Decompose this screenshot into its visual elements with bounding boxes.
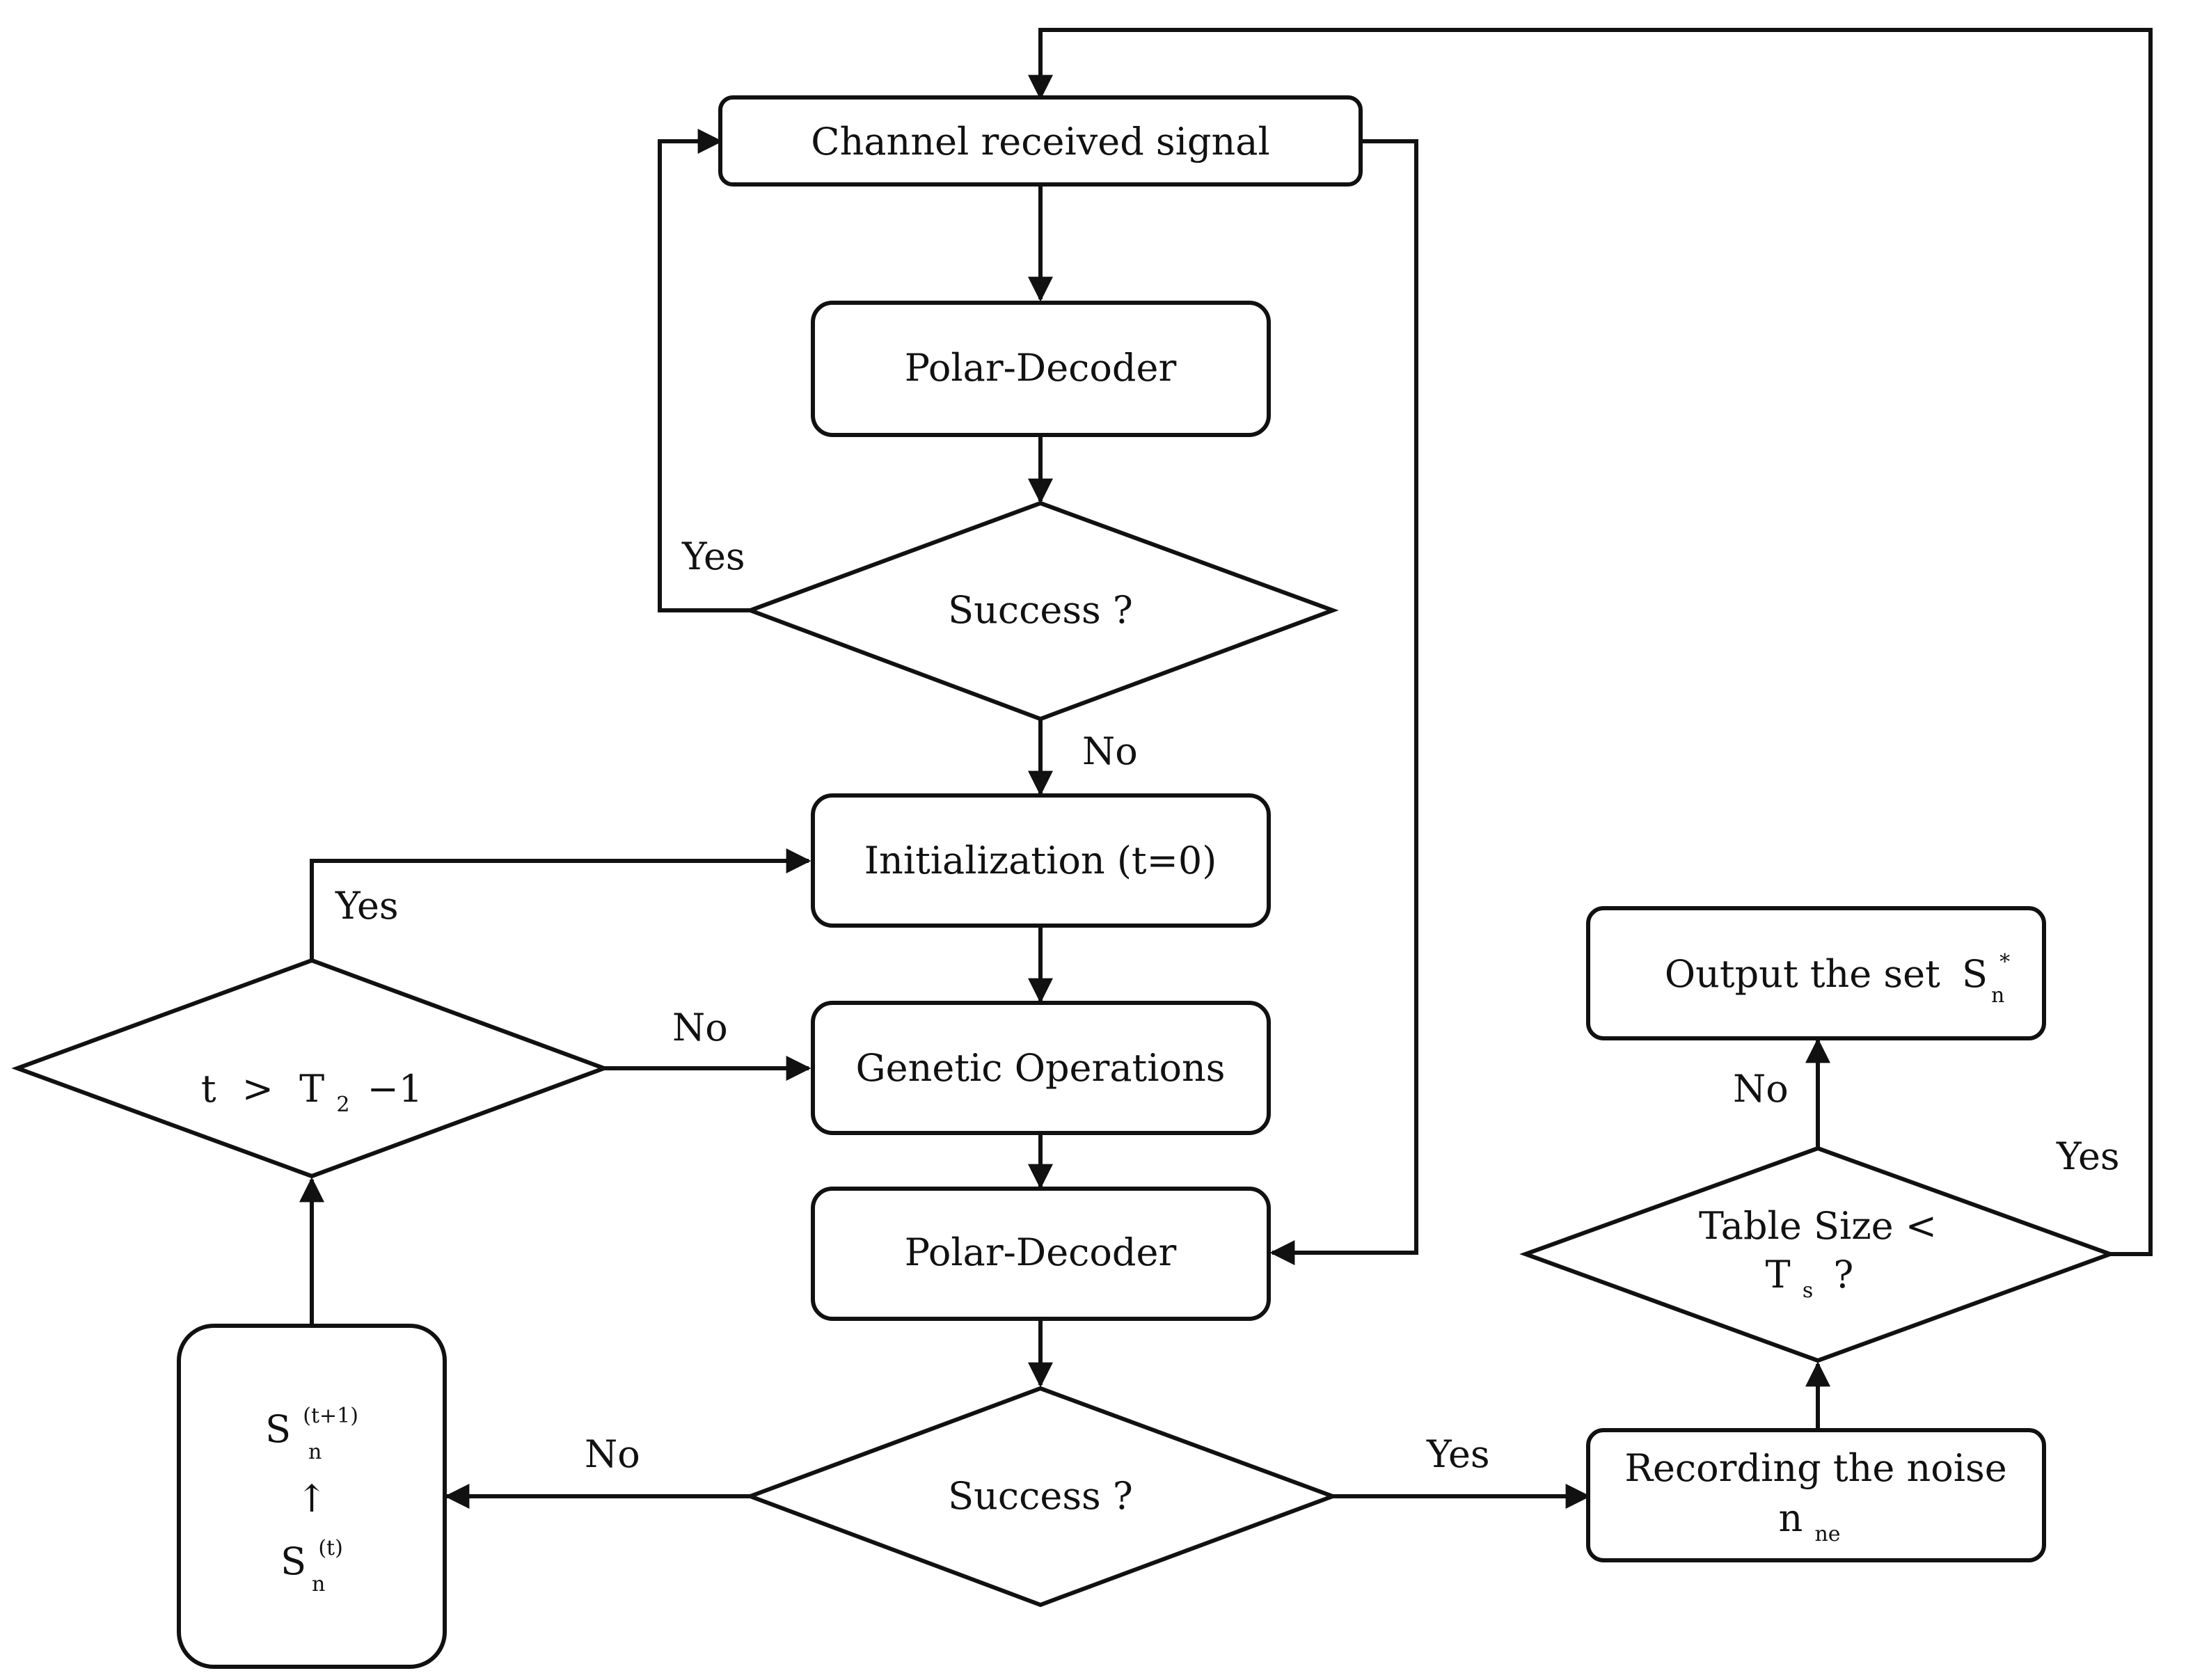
node-table-size: Table Size < T s ? [1519, 1146, 2116, 1363]
node-table-line1: Table Size < [1699, 1204, 1937, 1248]
label-threshold-no: No [672, 1006, 728, 1049]
edge-channel-to-decoder2 [1269, 139, 1418, 1265]
node-threshold: t > T 2 −1 [11, 958, 610, 1179]
label-threshold-yes: Yes [335, 884, 399, 928]
node-genetic-label: Genetic Operations [856, 1046, 1226, 1090]
node-recording-noise: Recording the noise n ne [1586, 1428, 2046, 1562]
edges [299, 28, 2153, 1509]
node-decoder2-label: Polar-Decoder [905, 1230, 1177, 1274]
node-output-label: Output the set S * [1665, 950, 2010, 996]
node-success1-label: Success ? [948, 588, 1133, 632]
node-update-top: S (t+1) [265, 1404, 358, 1451]
edge-table-yes-to-channel [1028, 28, 2153, 1256]
node-update-top-sub: n [308, 1440, 322, 1464]
node-success2-label: Success ? [948, 1474, 1133, 1518]
node-init-label: Initialization (t=0) [864, 839, 1217, 882]
node-population-update: S (t+1) n ↑ S (t) n [177, 1324, 447, 1669]
node-initialization: Initialization (t=0) [811, 793, 1271, 928]
node-table-line2: T s ? [1766, 1253, 1854, 1306]
node-update-bottom-sub: n [312, 1572, 325, 1596]
label-success2-yes: Yes [1426, 1432, 1490, 1476]
node-record-line1: Recording the noise [1624, 1446, 2006, 1490]
edge-labels: Yes No Yes No No Yes No Yes [335, 534, 2120, 1476]
label-success1-yes: Yes [681, 534, 745, 578]
node-success-2: Success ? [744, 1386, 1339, 1608]
node-update-arrow: ↑ [296, 1477, 327, 1521]
label-table-yes: Yes [2056, 1134, 2120, 1178]
node-genetic-operations: Genetic Operations [811, 1001, 1271, 1135]
node-output-sub: n [1991, 983, 2004, 1008]
edge-threshold-yes-to-init [310, 848, 811, 960]
node-channel-received-signal: Channel received signal [718, 95, 1363, 187]
node-channel-label: Channel received signal [811, 120, 1269, 164]
edge-success1-yes-to-channel [658, 129, 750, 612]
label-table-no: No [1733, 1067, 1789, 1111]
node-polar-decoder-1: Polar-Decoder [811, 301, 1271, 437]
node-update-bottom: S (t) [280, 1536, 343, 1583]
node-record-line2: n ne [1778, 1496, 1840, 1546]
node-polar-decoder-2: Polar-Decoder [811, 1187, 1271, 1321]
node-decoder1-label: Polar-Decoder [905, 346, 1177, 390]
node-success-1: Success ? [744, 500, 1339, 722]
node-output-set: Output the set S * n [1586, 906, 2046, 1040]
node-threshold-label: t > T 2 −1 [201, 1067, 422, 1120]
label-success1-no: No [1082, 729, 1138, 773]
label-success2-no: No [585, 1432, 640, 1476]
